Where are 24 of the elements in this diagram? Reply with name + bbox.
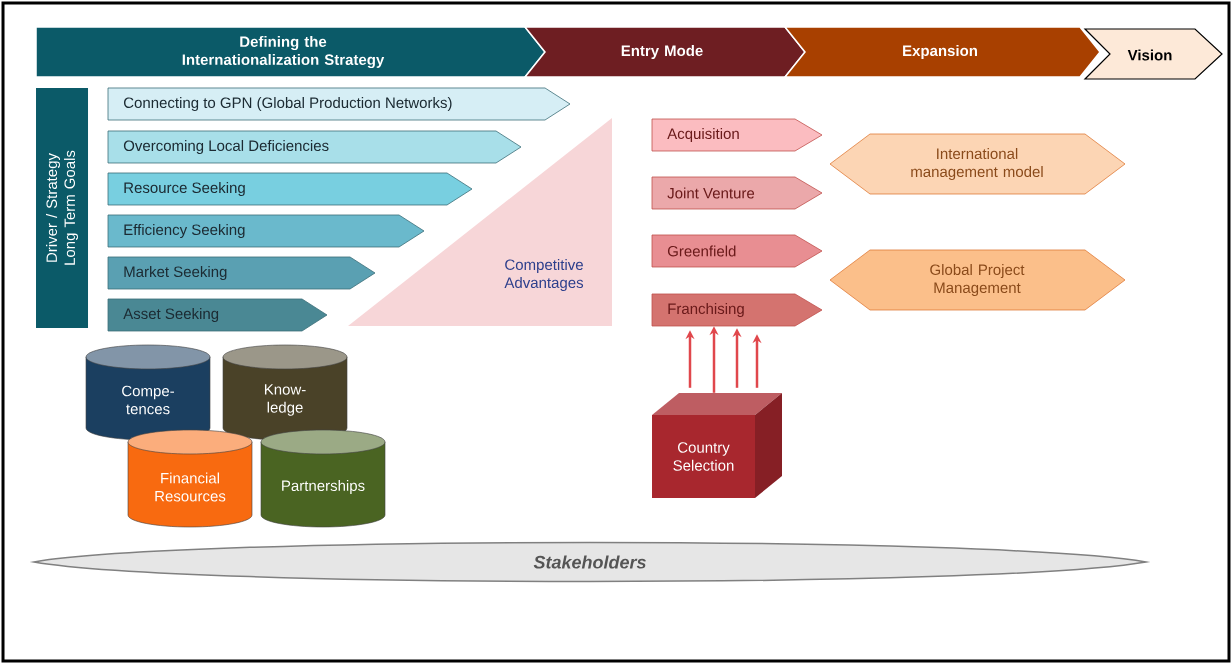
goal-tab: Resource Seeking — [107, 172, 473, 206]
resource-cylinder: Partnerships — [260, 429, 386, 528]
goal-tab: Market Seeking — [107, 256, 376, 290]
goal-tab: Asset Seeking — [107, 298, 328, 332]
goal-tab: Overcoming Local Deficiencies — [107, 130, 522, 164]
goal-tab: Efficiency Seeking — [107, 214, 425, 248]
resource-cylinder: Know- ledge — [222, 344, 348, 441]
phase-banner: Entry Mode — [523, 26, 806, 78]
entry-mode-tab: Greenfield — [651, 234, 823, 268]
phase-banner: Vision — [1083, 28, 1223, 80]
expansion-hexagon: International management model — [829, 133, 1126, 195]
expansion-hexagon: Global Project Management — [829, 249, 1126, 311]
phase-banner: Defining the Internationalization Strategy — [35, 26, 546, 78]
goal-bar: Driver / Strategy Long Term Goals — [36, 88, 88, 328]
resource-cylinder: Financial Resources — [127, 429, 253, 528]
advantage-triangle: Competitive Advantages — [348, 118, 612, 326]
entry-mode-tab: Franchising — [651, 293, 823, 327]
phase-banner: Expansion — [783, 26, 1101, 78]
entry-mode-tab: Joint Venture — [651, 176, 823, 210]
entry-mode-tab: Acquisition — [651, 118, 823, 152]
stakeholder-band: Stakeholders — [33, 541, 1147, 583]
goal-tab: Connecting to GPN (Global Production Networks) — [107, 87, 571, 121]
country-cube: Country Selection — [652, 393, 782, 498]
resource-cylinder: Compe- tences — [85, 344, 211, 441]
